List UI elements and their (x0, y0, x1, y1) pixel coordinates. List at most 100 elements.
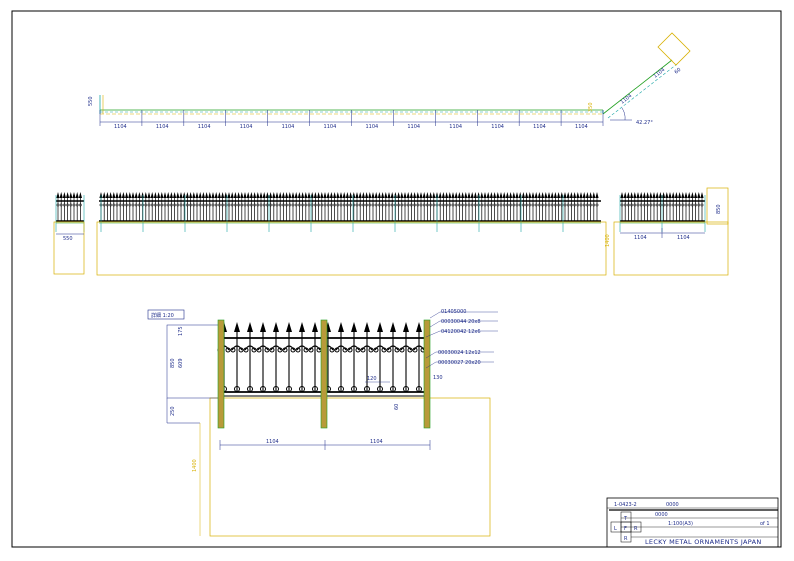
collar-ring (234, 386, 240, 392)
spear-finial (489, 192, 493, 198)
spear-finial (441, 192, 445, 198)
collar-ring (260, 386, 266, 392)
spear-finial (690, 192, 694, 198)
spear-finial (281, 192, 285, 198)
spear-finial (429, 192, 433, 198)
spear-finial (413, 192, 417, 198)
view-label-top: T (623, 516, 628, 522)
drawing-scale: 1:100(A3) (668, 521, 693, 527)
spear-finial (509, 192, 513, 198)
collar-ring (273, 386, 279, 392)
spear-finial (438, 192, 442, 198)
elevation-found-dim: 1400 (605, 234, 611, 247)
spear-finial (576, 192, 580, 198)
spear-finial (454, 192, 458, 198)
spear-finial (62, 192, 66, 198)
collar-ring (377, 386, 383, 392)
spear-finial (499, 192, 503, 198)
collar-ring (351, 386, 357, 392)
detail-finial (403, 322, 409, 332)
spear-finial (237, 192, 241, 198)
spear-finial (642, 192, 646, 198)
collar-ring (416, 386, 422, 392)
spear-finial (349, 192, 353, 198)
spear-finial (78, 192, 82, 198)
spear-finial (326, 192, 330, 198)
spear-finial (112, 192, 116, 198)
spear-finial (75, 192, 79, 198)
plan-segment-dim: 1104 (491, 124, 504, 130)
detail-span-2: 1104 (370, 439, 383, 445)
spear-finial (512, 192, 516, 198)
elevation-height-dim: 850 (716, 204, 722, 214)
spear-finial (368, 192, 372, 198)
elevation-right-dim-1: 1104 (634, 235, 647, 241)
detail-finial (338, 322, 344, 332)
spear-finial (397, 192, 401, 198)
spear-finial (272, 192, 276, 198)
collar-ring (338, 386, 344, 392)
spear-finial (674, 192, 678, 198)
part-label-4: 00030024 12x12 (438, 350, 481, 356)
spear-finial (221, 192, 225, 198)
elevation-left-panel (55, 192, 85, 232)
part-label-3: 04120042 12x6 (441, 329, 481, 335)
collar-ring (247, 386, 253, 392)
scroll-ornament (257, 345, 269, 351)
plan-segment-dim: 1104 (449, 124, 462, 130)
spear-finial (470, 192, 474, 198)
spear-finial (585, 192, 589, 198)
spear-finial (278, 192, 282, 198)
collar-ring (403, 386, 409, 392)
detail-finial (273, 322, 279, 332)
spear-finial (323, 192, 327, 198)
sheet-border (11, 10, 782, 548)
spear-finial (553, 192, 557, 198)
spear-finial (310, 192, 314, 198)
detail-top-dim: 175 (178, 326, 184, 336)
spear-finial (294, 192, 298, 198)
detail-span-1: 1104 (266, 439, 279, 445)
spear-finial (198, 192, 202, 198)
spear-finial (141, 192, 145, 198)
plan-segment-dim: 1104 (282, 124, 295, 130)
spear-finial (115, 192, 119, 198)
spear-finial (687, 192, 691, 198)
detail-post-gap-dim: 60 (394, 404, 400, 410)
spear-finial (518, 192, 522, 198)
spear-finial (288, 192, 292, 198)
title-block: T L F R R 1-0423-2 0000 0000 1:100(A3) o… (606, 497, 779, 548)
detail-finial (286, 322, 292, 332)
spear-finial (681, 192, 685, 198)
spear-finial (528, 192, 532, 198)
scroll-ornament (348, 345, 360, 351)
spear-finial (182, 192, 186, 198)
spear-finial (361, 192, 365, 198)
spear-finial (639, 192, 643, 198)
spear-finial (169, 192, 173, 198)
spear-finial (59, 192, 63, 198)
spear-finial (176, 192, 180, 198)
plan-angled-end-dim: 60 (674, 67, 683, 76)
spear-finial (66, 192, 70, 198)
spear-finial (240, 192, 244, 198)
spear-finial (269, 192, 273, 198)
scroll-ornament (400, 345, 412, 351)
spear-finial (393, 192, 397, 198)
spear-finial (448, 192, 452, 198)
spear-finial (233, 192, 237, 198)
scroll-ornament (283, 345, 295, 351)
spear-finial (505, 192, 509, 198)
spear-finial (339, 192, 343, 198)
view-label-left: L (614, 526, 617, 532)
spear-finial (275, 192, 279, 198)
spear-finial (390, 192, 394, 198)
plan-end-dim: 350 (588, 102, 594, 112)
spear-finial (563, 192, 567, 198)
spear-finial (125, 192, 129, 198)
spear-finial (566, 192, 570, 198)
spear-finial (208, 192, 212, 198)
spear-finial (285, 192, 289, 198)
